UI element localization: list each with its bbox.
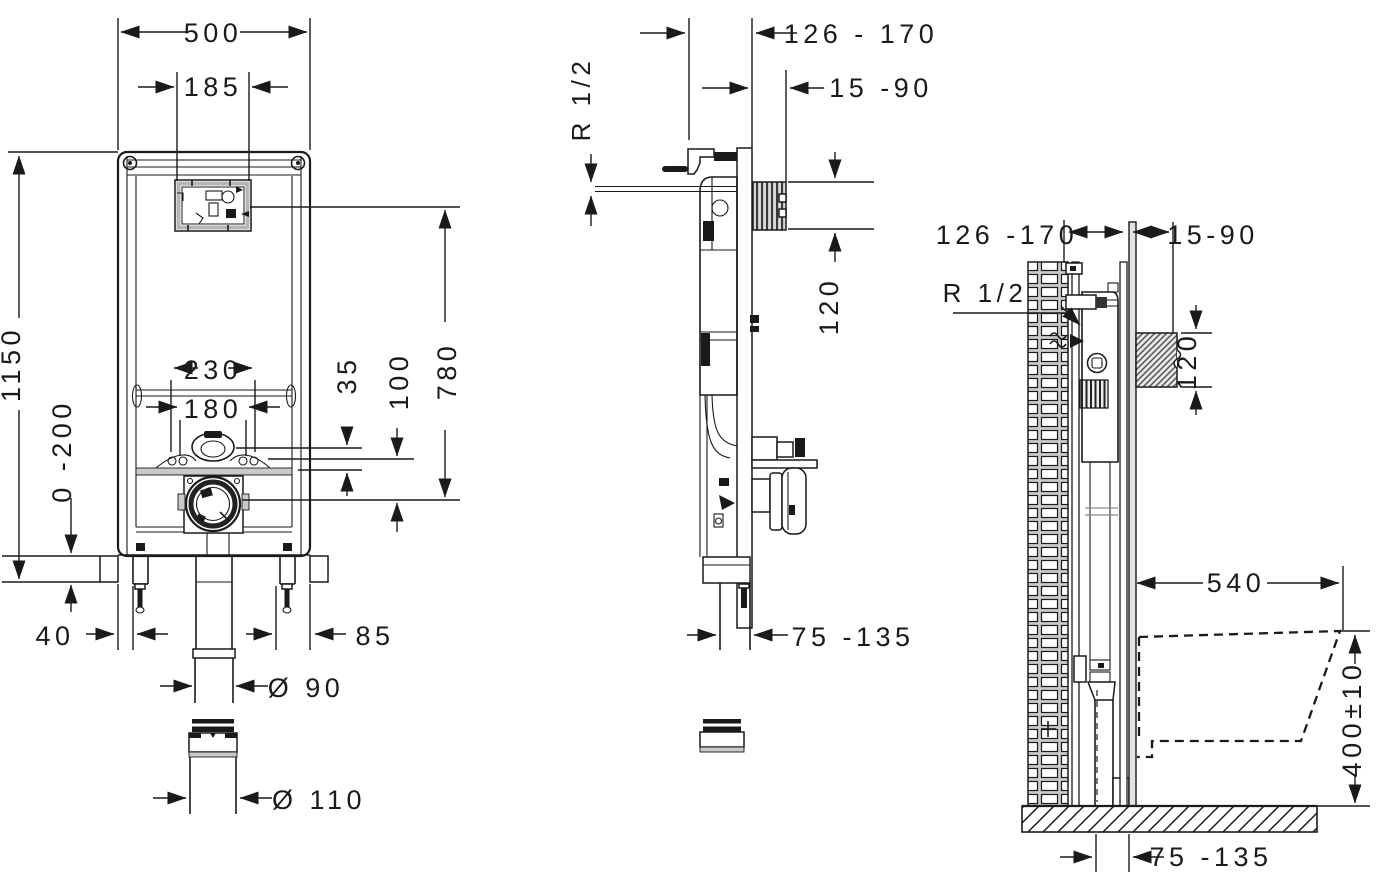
plate-button-2 bbox=[778, 208, 787, 218]
plate-button-1 bbox=[778, 193, 787, 203]
finished-wall-board bbox=[1128, 221, 1137, 807]
dim-drain-diameter: Ø 90 bbox=[268, 673, 345, 703]
water-supply-connection bbox=[595, 148, 737, 193]
dim-service-window: 185 bbox=[184, 72, 243, 102]
dim-bowl-height: 400±10 bbox=[1337, 661, 1367, 778]
supply-flow-symbol bbox=[1049, 332, 1084, 348]
front-view: 500 185 1150 0 -200 230 180 35 100 780 4… bbox=[0, 18, 462, 815]
anchor-tab-right bbox=[309, 555, 329, 583]
foot-pin-left bbox=[134, 583, 146, 614]
dim-frame-height: 1150 bbox=[0, 326, 26, 402]
dim-edge-85: 85 bbox=[355, 621, 394, 651]
side-dimension-arrows bbox=[584, 26, 842, 642]
drain-housing bbox=[177, 475, 250, 555]
dim-bowl-depth: 540 bbox=[1207, 568, 1266, 598]
dim-install-plate-height: 120 bbox=[1172, 332, 1202, 391]
installation-view: 126 -170 15-90 R 1/2 120 540 400±10 75 -… bbox=[936, 220, 1370, 872]
side-view: R 1/2 126 - 170 15 -90 120 75 -135 bbox=[566, 18, 939, 753]
service-window-parts bbox=[177, 180, 249, 231]
dim-leg-adjustment: 0 -200 bbox=[47, 399, 77, 503]
side-outlet-sleeve bbox=[699, 719, 745, 753]
dim-frame-width: 500 bbox=[184, 18, 243, 48]
drain-pipe bbox=[192, 555, 236, 703]
front-extension-lines bbox=[2, 18, 460, 650]
dim-fixing-outer: 230 bbox=[184, 355, 243, 385]
install-extension-lines bbox=[953, 220, 1370, 872]
dim-flush-bend-height: 780 bbox=[432, 342, 462, 401]
dim-install-plate-depth: 15-90 bbox=[1167, 220, 1259, 250]
dim-side-plate-depth: 15 -90 bbox=[829, 73, 933, 103]
dim-fixing-inner: 180 bbox=[184, 394, 243, 424]
side-extension-lines bbox=[688, 18, 874, 230]
dim-side-depth: 126 - 170 bbox=[784, 19, 939, 49]
dim-edge-40: 40 bbox=[35, 621, 74, 651]
actuation-plate-section bbox=[752, 181, 787, 231]
install-cistern bbox=[1065, 282, 1119, 660]
dim-sleeve-diameter: Ø 110 bbox=[272, 785, 366, 815]
actuation-plate-install bbox=[1135, 332, 1182, 388]
wall-datum-mark bbox=[1041, 721, 1056, 737]
frame-screw-left bbox=[122, 155, 138, 171]
install-front-rail bbox=[1119, 261, 1128, 807]
side-foot bbox=[702, 556, 751, 650]
toilet-bowl-outline bbox=[1137, 629, 1342, 759]
frame-legs bbox=[99, 555, 329, 614]
side-cistern bbox=[699, 176, 738, 557]
dim-offset-35: 35 bbox=[332, 355, 362, 394]
outlet-sleeve bbox=[188, 719, 238, 814]
cross-rail bbox=[135, 467, 293, 476]
dim-install-depth: 126 -170 bbox=[936, 220, 1079, 250]
dim-offset-100: 100 bbox=[384, 352, 414, 411]
flush-outlet-assembly bbox=[751, 436, 818, 535]
foot-pin-right bbox=[281, 583, 293, 614]
frame-screw-right bbox=[290, 155, 306, 171]
dim-side-outlet: 75 -135 bbox=[791, 622, 914, 652]
service-window bbox=[174, 179, 252, 232]
dim-side-plate-height: 120 bbox=[814, 277, 844, 336]
masonry-wall bbox=[1027, 261, 1069, 809]
install-dimension-arrows bbox=[1060, 225, 1362, 864]
floor bbox=[1021, 804, 1318, 833]
dim-install-supply-thread: R 1/2 bbox=[943, 278, 1028, 308]
dim-supply-thread: R 1/2 bbox=[566, 57, 596, 142]
anchor-tab-left bbox=[99, 555, 119, 583]
dim-install-outlet: 75 -135 bbox=[1149, 842, 1272, 872]
front-dimension-arrows bbox=[12, 25, 452, 805]
